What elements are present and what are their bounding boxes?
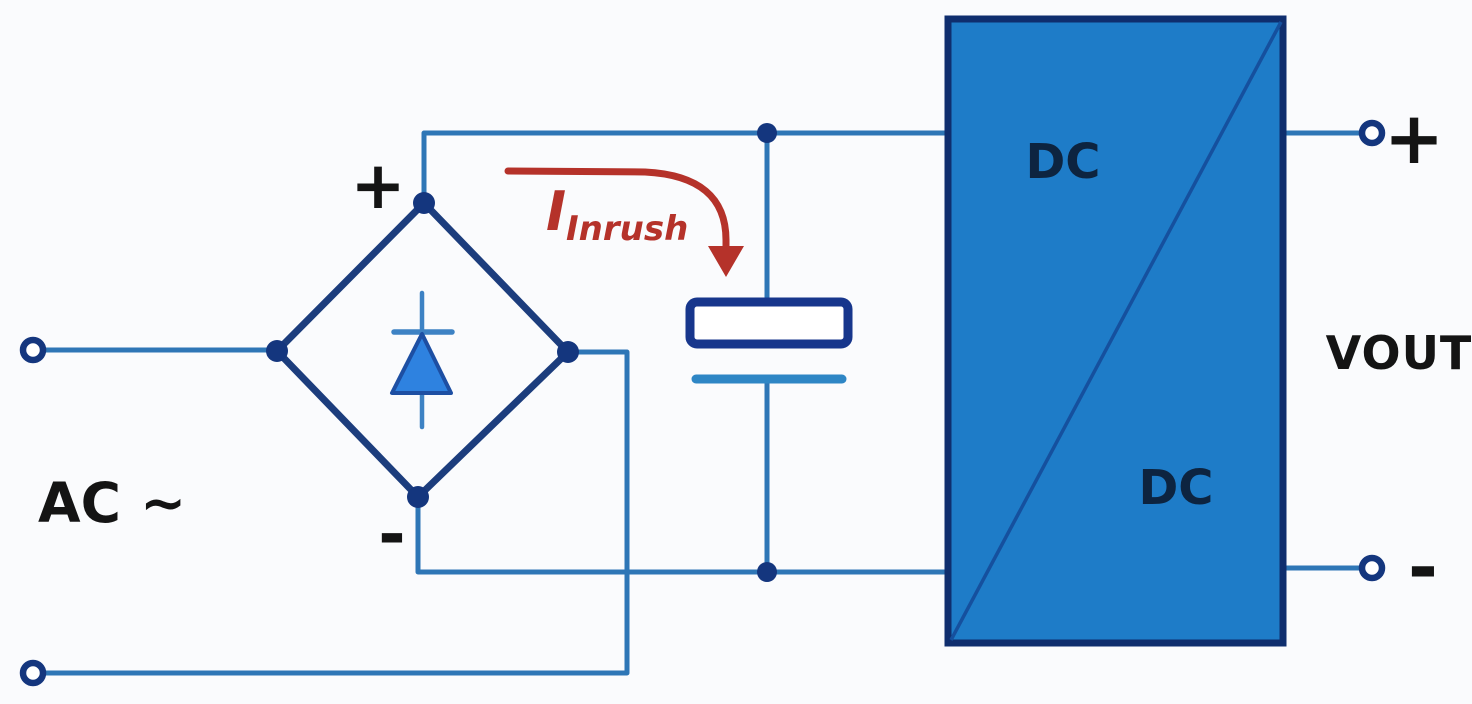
inrush-current-symbol: I — [546, 180, 566, 243]
wire-top-rail — [421, 130, 951, 208]
inrush-arrow-icon — [504, 167, 730, 253]
dc-dc-converter: DC DC — [944, 15, 1287, 647]
junction-dot-top — [757, 123, 777, 143]
output-positive-label: + — [1384, 96, 1444, 180]
capacitor — [685, 297, 853, 384]
inrush-annotation: I Inrush — [504, 167, 744, 277]
diode-icon — [390, 290, 455, 430]
bridge-vertex-bottom — [407, 486, 429, 508]
bridge-positive-label: + — [350, 147, 405, 224]
ac-label: AC ~ — [38, 471, 186, 535]
output-terminal-negative — [1358, 554, 1386, 582]
output: + - VOUT — [1326, 96, 1472, 609]
bridge-rectifier: + - — [266, 147, 579, 573]
capacitor-top-plate — [685, 297, 853, 349]
bridge-negative-label: - — [378, 496, 405, 573]
vout-label: VOUT — [1326, 326, 1472, 380]
wire-bottom-rail — [415, 494, 951, 575]
diode-triangle — [390, 332, 453, 395]
output-terminal-positive — [1358, 119, 1386, 147]
junction-dot-bottom — [757, 562, 777, 582]
ac-terminal-top — [19, 336, 47, 364]
ac-input: AC ~ — [19, 336, 186, 687]
wiring — [41, 123, 1365, 676]
dc-input-label: DC — [1025, 134, 1100, 190]
bridge-vertex-top — [413, 192, 435, 214]
bridge-vertex-left — [266, 340, 288, 362]
inrush-arrowhead-icon — [708, 246, 744, 277]
ac-terminal-bottom — [19, 659, 47, 687]
wire-ac-bottom-loop — [41, 349, 630, 676]
dc-dc-diagonal-divider — [949, 21, 1283, 641]
inrush-current-subscript: Inrush — [566, 209, 688, 249]
dc-output-label: DC — [1138, 460, 1213, 516]
output-negative-label: - — [1408, 525, 1438, 609]
bridge-vertex-right — [557, 341, 579, 363]
